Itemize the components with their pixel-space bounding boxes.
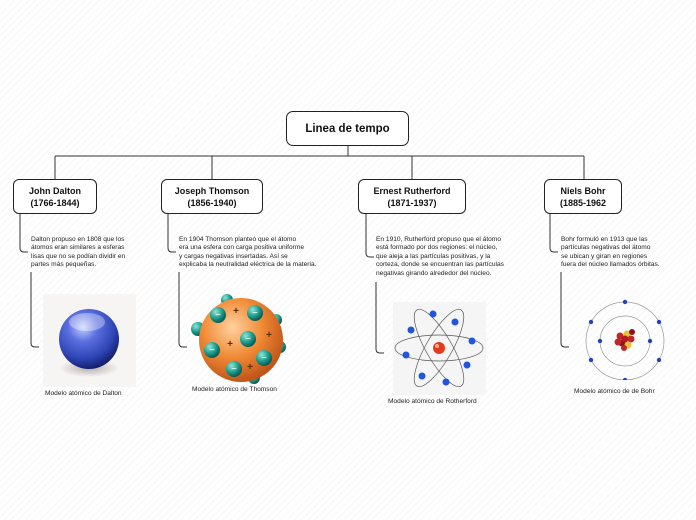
svg-text:−: − (215, 310, 221, 321)
thomson-description: En 1904 Thomson planteó que el átomo era… (179, 236, 317, 269)
topic-niels-bohr[interactable]: Niels Bohr (1885-1962 (544, 179, 622, 214)
scientist-years: (1885-1962 (559, 197, 607, 208)
scientist-name: Joseph Thomson (174, 185, 250, 196)
svg-text:+: + (233, 306, 239, 317)
scientist-years: (1871-1937) (387, 197, 437, 208)
topic-john-dalton[interactable]: John Dalton (1766-1844) (13, 179, 97, 214)
svg-text:+: + (227, 339, 233, 350)
topic-ernest-rutherford[interactable]: Ernest Rutherford (1871-1937) (358, 179, 466, 214)
bohr-description: Bohr formuló en 1913 que las partículas … (561, 236, 660, 269)
thomson-caption: Modelo atómico de Thomson (192, 386, 277, 393)
scientist-years: (1766-1844) (30, 197, 80, 208)
svg-text:−: − (245, 334, 251, 345)
bohr-model-image (584, 298, 666, 383)
topic-joseph-thomson[interactable]: Joseph Thomson (1856-1940) (161, 179, 263, 214)
svg-text:+: + (247, 362, 253, 373)
root-topic[interactable]: Linea de tempo (286, 111, 409, 146)
rutherford-model-image (393, 302, 486, 395)
root-title: Linea de tempo (305, 122, 390, 135)
svg-text:−: − (231, 364, 237, 375)
scientist-name: John Dalton (29, 185, 81, 196)
scientist-name: Ernest Rutherford (373, 185, 451, 196)
svg-text:−: − (261, 353, 267, 364)
scientist-name: Niels Bohr (560, 185, 606, 196)
rutherford-caption: Modelo atómico de Rotherford (388, 398, 477, 405)
svg-text:+: + (266, 330, 272, 341)
rutherford-description: En 1910, Rutherford propuso que el átomo… (376, 236, 504, 277)
scientist-years: (1856-1940) (187, 197, 237, 208)
bohr-caption: Modelo atómico de de Bohr (574, 388, 655, 395)
thomson-model-image: − − − − − − + + + + (190, 292, 290, 386)
dalton-caption: Modelo atómico de Dalton (45, 390, 122, 397)
dalton-description: Dalton propuso en 1808 que los átomos er… (31, 236, 126, 269)
svg-text:−: − (209, 345, 215, 356)
svg-text:−: − (252, 308, 258, 319)
dalton-model-image (43, 294, 136, 387)
